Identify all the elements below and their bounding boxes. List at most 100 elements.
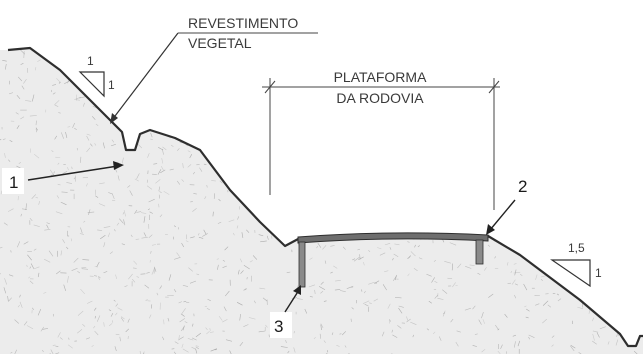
texture-stroke: [23, 321, 28, 326]
texture-stroke: [449, 242, 457, 246]
texture-stroke: [110, 313, 114, 317]
texture-stroke: [577, 159, 580, 163]
texture-stroke: [566, 170, 570, 175]
right-drain-wall: [475, 239, 484, 265]
texture-stroke: [620, 42, 621, 46]
texture-stroke: [407, 273, 410, 277]
texture-stroke: [262, 297, 268, 302]
texture-stroke: [607, 341, 610, 345]
texture-stroke: [149, 211, 153, 214]
texture-stroke: [402, 116, 410, 119]
texture-stroke: [29, 115, 37, 117]
texture-stroke: [334, 289, 341, 291]
texture-stroke: [611, 236, 619, 239]
texture-stroke: [408, 255, 411, 259]
terrain-surface-line-right: [487, 235, 643, 348]
texture-stroke: [82, 177, 89, 179]
texture-stroke: [368, 281, 375, 285]
texture-stroke: [73, 177, 76, 180]
texture-stroke: [450, 318, 454, 323]
texture-stroke: [281, 213, 287, 217]
texture-stroke: [260, 207, 267, 212]
texture-stroke: [637, 304, 643, 307]
left-drain-wall: [298, 241, 306, 288]
texture-stroke: [510, 270, 513, 274]
texture-stroke: [565, 106, 567, 110]
texture-stroke: [55, 211, 63, 215]
texture-stroke: [467, 127, 475, 131]
texture-stroke: [329, 216, 333, 222]
texture-stroke: [23, 241, 29, 245]
texture-stroke: [570, 147, 574, 151]
texture-stroke: [276, 83, 278, 86]
texture-stroke: [401, 221, 405, 224]
texture-stroke: [301, 88, 308, 92]
texture-stroke: [511, 279, 516, 285]
texture-stroke: [305, 100, 312, 106]
texture-stroke: [538, 181, 543, 185]
texture-stroke: [273, 65, 275, 70]
texture-stroke: [323, 340, 326, 343]
texture-stroke: [112, 193, 115, 200]
texture-stroke: [195, 332, 202, 338]
texture-stroke: [377, 247, 382, 250]
texture-stroke: [627, 51, 634, 56]
texture-stroke: [340, 107, 345, 112]
texture-stroke: [352, 162, 359, 166]
texture-stroke: [553, 189, 556, 197]
texture-stroke: [188, 78, 191, 81]
texture-stroke: [191, 337, 197, 341]
texture-stroke: [158, 286, 162, 290]
texture-stroke: [184, 321, 188, 324]
texture-stroke: [52, 84, 57, 86]
marker-2-bg: [514, 172, 534, 198]
texture-stroke: [433, 259, 436, 262]
texture-stroke: [443, 312, 446, 314]
texture-stroke: [362, 111, 366, 116]
texture-stroke: [81, 268, 89, 270]
texture-stroke: [5, 63, 7, 70]
texture-stroke: [304, 205, 308, 207]
texture-stroke: [392, 334, 398, 338]
texture-stroke: [454, 115, 458, 118]
texture-stroke: [638, 66, 641, 70]
texture-stroke: [426, 328, 430, 331]
texture-stroke: [262, 140, 266, 143]
texture-stroke: [413, 267, 418, 272]
texture-stroke: [120, 317, 124, 322]
texture-stroke: [591, 202, 594, 205]
texture-stroke: [108, 309, 112, 312]
texture-stroke: [41, 350, 44, 352]
texture-stroke: [618, 205, 623, 209]
texture-stroke: [482, 319, 485, 324]
texture-stroke: [389, 318, 392, 322]
texture-stroke: [550, 205, 555, 209]
texture-stroke: [481, 348, 486, 353]
texture-stroke: [125, 328, 130, 333]
texture-stroke: [330, 207, 334, 213]
texture-stroke: [583, 84, 586, 90]
texture-stroke: [632, 130, 637, 136]
texture-stroke: [33, 224, 40, 227]
texture-stroke: [52, 92, 56, 95]
texture-stroke: [174, 257, 181, 260]
texture-stroke: [106, 55, 114, 57]
texture-stroke: [583, 208, 589, 214]
texture-stroke: [239, 342, 244, 347]
texture-stroke: [32, 43, 38, 45]
texture-stroke: [521, 57, 528, 61]
texture-stroke: [465, 266, 472, 269]
texture-stroke: [0, 246, 3, 250]
texture-stroke: [62, 239, 66, 244]
texture-stroke: [246, 135, 249, 138]
texture-stroke: [131, 278, 136, 283]
texture-stroke: [310, 224, 313, 226]
texture-stroke: [517, 122, 520, 126]
texture-stroke: [638, 215, 643, 220]
texture-stroke: [618, 264, 622, 269]
texture-stroke: [476, 205, 479, 211]
texture-stroke: [520, 216, 525, 219]
texture-stroke: [19, 301, 23, 308]
texture-stroke: [538, 65, 540, 68]
texture-stroke: [547, 116, 553, 122]
